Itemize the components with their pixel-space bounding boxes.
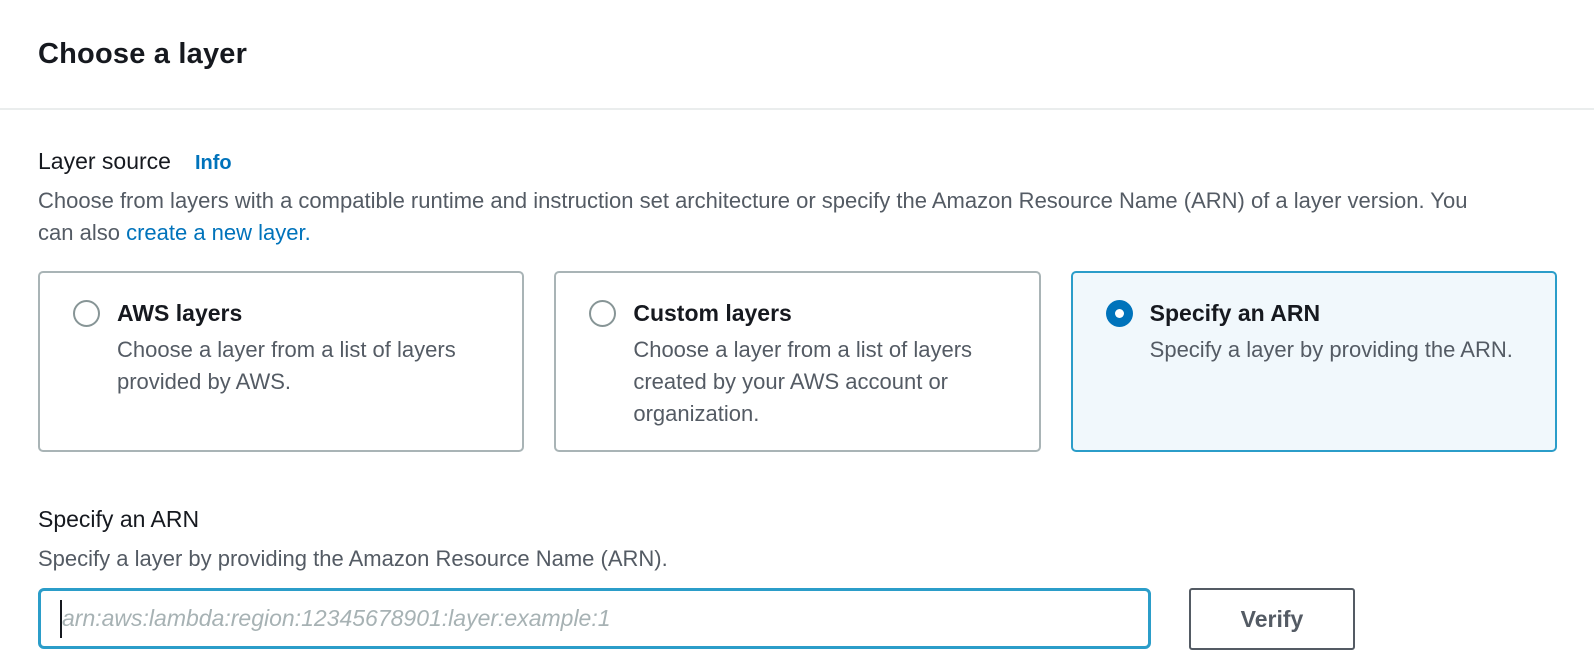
create-new-layer-link[interactable]: create a new layer. <box>126 220 311 245</box>
panel-content: Layer source Info Choose from layers wit… <box>0 148 1594 650</box>
verify-button[interactable]: Verify <box>1189 588 1355 650</box>
custom-layers-radio[interactable] <box>589 300 617 327</box>
layer-source-option-custom-layers[interactable]: Custom layers Choose a layer from a list… <box>554 271 1041 452</box>
aws-layers-description: Choose a layer from a list of layers pro… <box>117 337 456 394</box>
card-head: Specify an ARN <box>1105 300 1527 327</box>
layer-source-options: AWS layers Choose a layer from a list of… <box>38 271 1557 452</box>
aws-layers-radio[interactable] <box>73 300 100 327</box>
layer-source-option-specify-arn[interactable]: Specify an ARN Specify a layer by provid… <box>1070 271 1557 452</box>
arn-input-row: Verify <box>38 588 1557 650</box>
custom-layers-title: Custom layers <box>633 300 792 326</box>
layer-source-section: Layer source Info Choose from layers wit… <box>38 148 1557 452</box>
info-link[interactable]: Info <box>194 152 232 174</box>
specify-arn-section-description: Specify a layer by providing the Amazon … <box>38 546 668 571</box>
specify-arn-label: Specify an ARN <box>38 506 200 532</box>
specify-arn-title: Specify an ARN <box>1149 300 1321 326</box>
layer-source-label-row: Layer source Info <box>38 148 1557 175</box>
text-caret <box>60 600 62 638</box>
aws-layers-title: AWS layers <box>117 300 243 326</box>
card-head: AWS layers <box>73 300 494 327</box>
arn-input[interactable] <box>38 588 1151 649</box>
panel-header: Choose a layer <box>0 0 1594 110</box>
layer-source-label: Layer source <box>38 148 171 174</box>
specify-arn-section: Specify an ARN Specify a layer by provid… <box>38 506 1557 650</box>
layer-source-option-aws-layers[interactable]: AWS layers Choose a layer from a list of… <box>38 271 525 452</box>
custom-layers-description: Choose a layer from a list of layers cre… <box>633 337 973 426</box>
specify-arn-radio[interactable] <box>1105 300 1133 327</box>
arn-input-wrap <box>38 588 1151 649</box>
specify-arn-description: Specify a layer by providing the ARN. <box>1149 337 1513 362</box>
layer-source-description: Choose from layers with a compatible run… <box>38 185 1508 249</box>
page-title: Choose a layer <box>38 37 248 70</box>
layer-source-description-text: Choose from layers with a compatible run… <box>38 188 1468 245</box>
card-head: Custom layers <box>589 300 1010 327</box>
